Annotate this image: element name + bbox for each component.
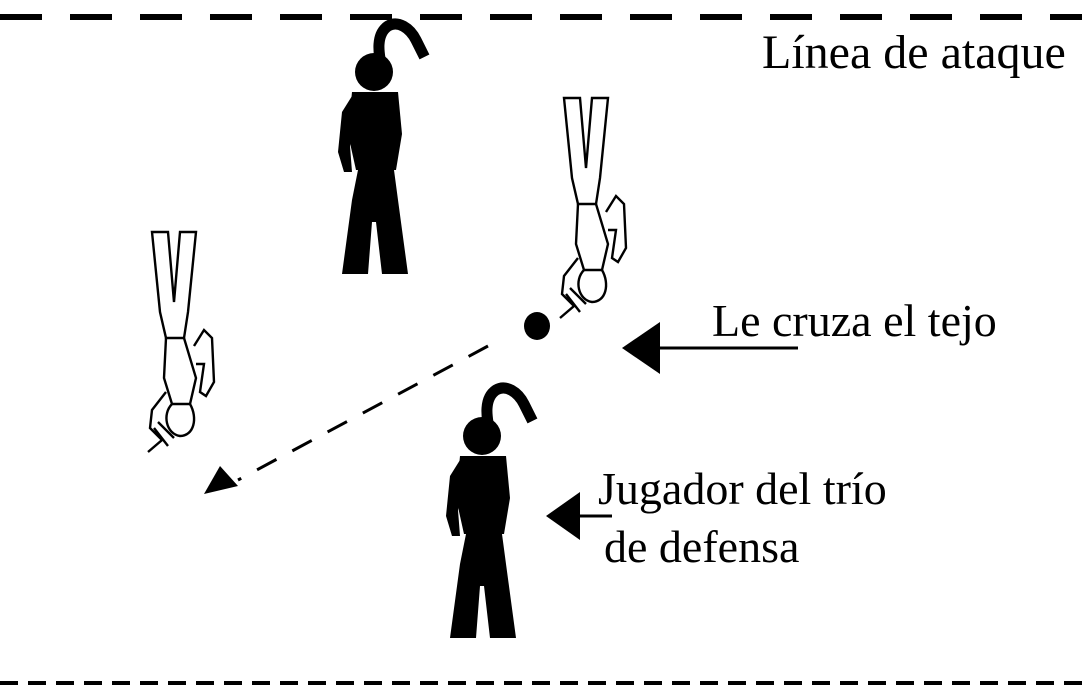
pass-trajectory-line bbox=[237, 344, 489, 482]
attack-line-label: Línea de ataque bbox=[762, 26, 1066, 79]
defender-player-top bbox=[338, 24, 422, 274]
defender-label-line1: Jugador del trío bbox=[598, 463, 887, 514]
cross-pass-label: Le cruza el tejo bbox=[712, 295, 997, 346]
defender-arrowhead-icon bbox=[546, 492, 580, 540]
defender-label-line2: de defensa bbox=[604, 521, 799, 572]
attacker-player-right bbox=[558, 96, 628, 320]
defender-player-bottom bbox=[446, 388, 530, 638]
puck bbox=[524, 312, 550, 340]
attacker-player-left bbox=[146, 230, 216, 454]
pass-arrowhead-icon bbox=[204, 466, 238, 494]
cross-pass-arrowhead-icon bbox=[622, 322, 660, 374]
